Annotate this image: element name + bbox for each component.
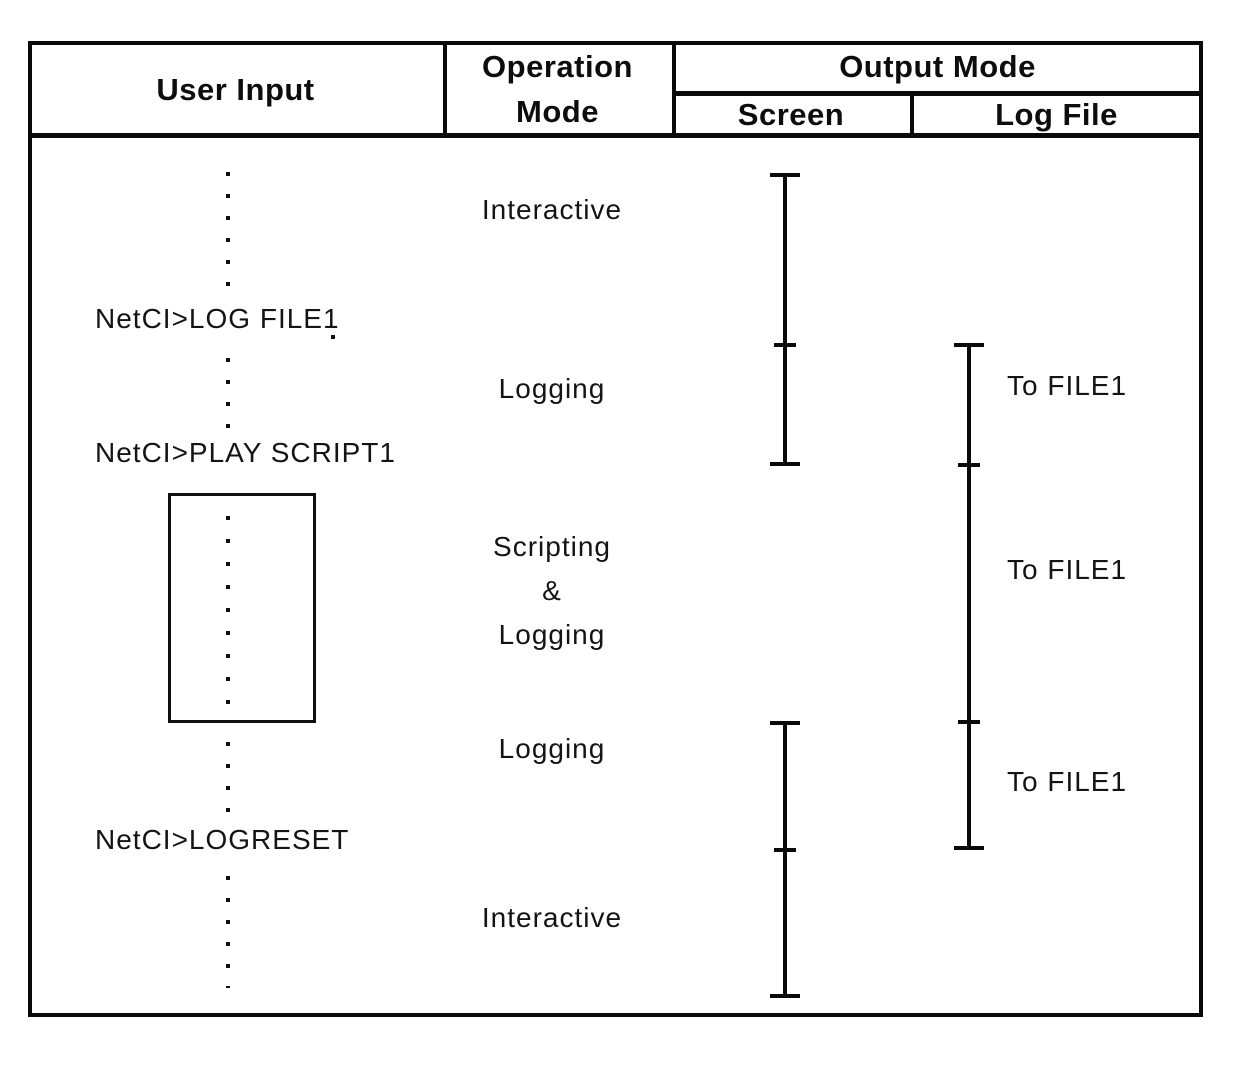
logfile-output-span xyxy=(967,345,971,850)
opmode-interactive-1: Interactive xyxy=(481,194,623,225)
header-cell-output-mode: Output Mode xyxy=(672,41,1203,92)
output-mode-sub-rule xyxy=(672,91,1203,96)
screen-span1-bottom-cap xyxy=(770,462,800,466)
divider-operation-output xyxy=(672,41,676,138)
operation-mode-header-label: Operation Mode xyxy=(482,48,633,129)
command-logreset: NetCI>LOGRESET xyxy=(95,824,350,855)
screen-span2-mid-tick xyxy=(774,848,796,852)
screen-span1-top-cap xyxy=(770,173,800,177)
screen-output-span-2 xyxy=(783,723,787,998)
screen-span1-mid-tick xyxy=(774,343,796,347)
opmode-logging-1: Logging xyxy=(498,373,606,404)
header-cell-log-file: Log File xyxy=(910,92,1203,138)
script-execution-box xyxy=(168,493,316,723)
to-file1-label-1: To FILE1 xyxy=(1007,370,1128,401)
log-file-header-label: Log File xyxy=(995,97,1118,132)
divider-user-input-operation xyxy=(443,41,447,138)
session-dotted-line-4 xyxy=(226,876,230,988)
logfile-span-bottom-cap xyxy=(954,846,984,850)
opmode-scripting-and-logging: Scripting & Logging xyxy=(493,531,611,650)
screen-output-span-1 xyxy=(783,175,787,466)
table-frame xyxy=(28,41,1203,1017)
logfile-span-tick-2 xyxy=(958,720,980,724)
session-dotted-line-2 xyxy=(226,358,230,430)
screen-span2-top-cap xyxy=(770,721,800,725)
output-mode-header-label: Output Mode xyxy=(839,48,1036,84)
header-cell-operation-mode: Operation Mode xyxy=(443,41,672,138)
script-box-dotted-line xyxy=(226,516,230,708)
opmode-logging-2: Logging xyxy=(498,733,606,764)
command-log-file1: NetCI>LOG FILE1 xyxy=(95,303,340,334)
session-dotted-line-1 xyxy=(226,172,230,298)
header-bottom-rule xyxy=(28,133,1203,138)
header-cell-user-input: User Input xyxy=(28,41,443,138)
divider-screen-logfile xyxy=(910,91,914,138)
screen-header-label: Screen xyxy=(737,97,845,132)
command-play-script1: NetCI>PLAY SCRIPT1 xyxy=(95,437,396,468)
to-file1-label-3: To FILE1 xyxy=(1007,766,1128,797)
opmode-interactive-2: Interactive xyxy=(481,902,623,933)
screen-span2-bottom-cap xyxy=(770,994,800,998)
user-input-header-label: User Input xyxy=(156,71,315,107)
header-cell-screen: Screen xyxy=(672,92,910,138)
logfile-span-top-cap xyxy=(954,343,984,347)
scan-artifact-dot xyxy=(331,335,335,339)
to-file1-label-2: To FILE1 xyxy=(1007,554,1128,585)
session-dotted-line-3 xyxy=(226,742,230,814)
logfile-span-tick-1 xyxy=(958,463,980,467)
